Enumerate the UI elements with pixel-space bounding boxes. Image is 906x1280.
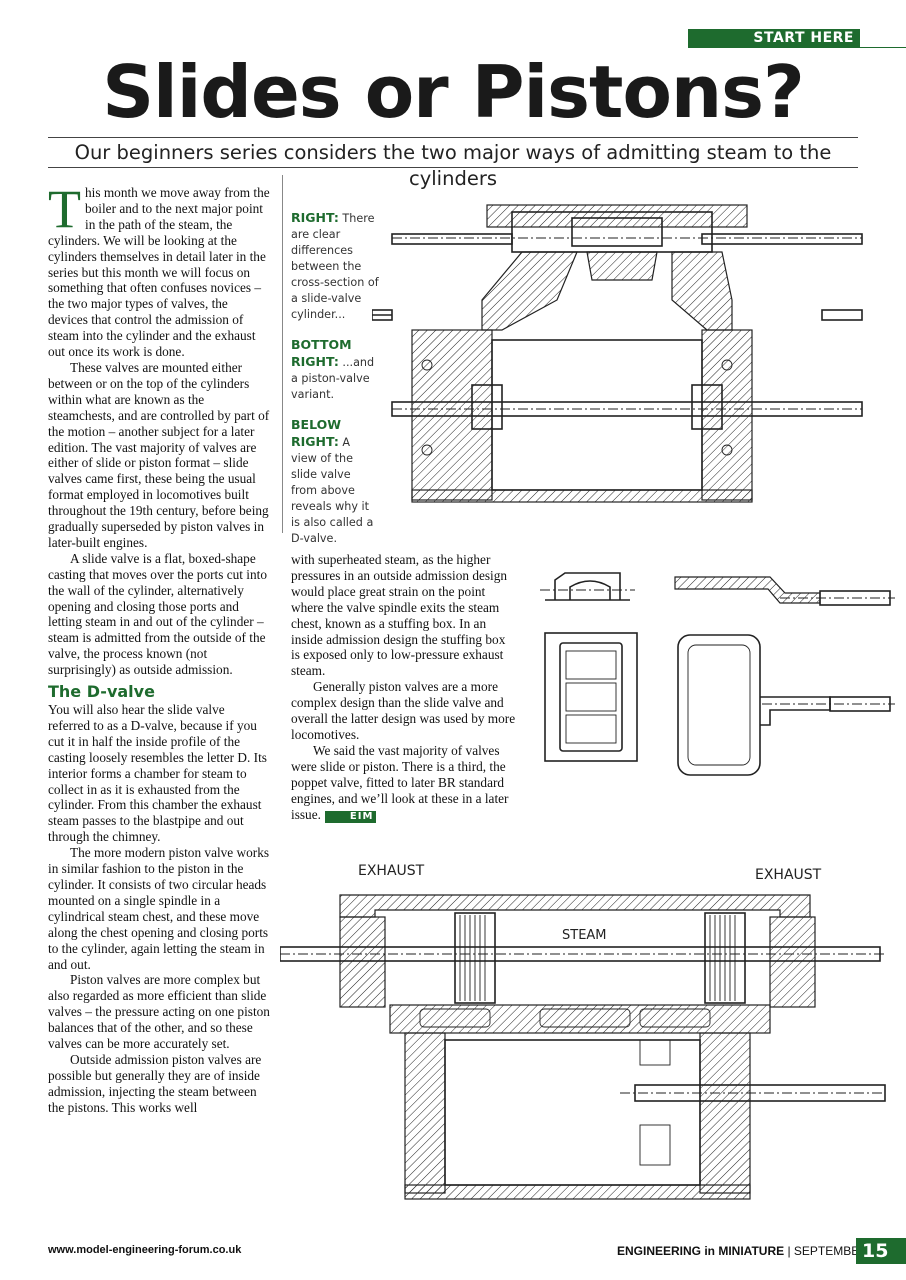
footer-url: www.model-engineering-forum.co.uk [48,1244,242,1256]
exhaust-label-right: EXHAUST [755,867,822,883]
page-title: Slides or Pistons? [102,50,805,134]
section-tag: START HERE [688,29,860,47]
caption-right: RIGHT: There are clear differences betwe… [291,210,379,321]
section-tag-rule [688,47,906,48]
paragraph: Outside admission piston valves are poss… [48,1051,262,1115]
exhaust-label-left: EXHAUST [358,863,425,879]
page-number: 15 [856,1238,906,1264]
section-heading: The D-valve [48,682,155,702]
paragraph: Generally piston valves are a more compl… [291,679,516,742]
paragraph: We said the vast majority of valves were… [291,742,509,823]
subtitle-top-rule [48,137,858,138]
drop-cap: T [48,179,81,239]
piston-valve-cylinder-diagram: EXHAUST EXHAUST STEAM [280,863,886,1200]
paragraph: A slide valve is a flat, boxed-shape cas… [48,550,267,678]
caption-divider [282,175,283,533]
paragraph: with superheated steam, as the higher pr… [291,552,508,679]
steam-label: STEAM [562,928,607,943]
slide-valve-cylinder-diagram [372,204,863,503]
end-mark: EIM [324,810,377,823]
page-subtitle: Our beginners series considers the two m… [74,141,832,190]
caption-below-right: BELOW RIGHT: A view of the slide valve f… [291,417,374,545]
article-column-2: with superheated steam, as the higher pr… [291,552,516,823]
paragraph: The more modern piston valve works in si… [48,845,270,972]
paragraph: You will also hear the slide valve refer… [48,702,267,845]
subtitle-bottom-rule [48,167,858,168]
paragraph-intro-text: his month we move away from the boiler a… [48,185,270,360]
paragraph: These valves are mounted either between … [48,359,270,550]
d-valve-views-diagram [540,572,895,776]
captions-block: RIGHT: There are clear differences betwe… [291,210,379,561]
caption-bottom-right: BOTTOM RIGHT: ...and a piston-valve vari… [291,337,375,401]
paragraph: Piston valves are more complex but also … [48,972,270,1052]
magazine-name: ENGINEERING in MINIATURE [617,1244,785,1258]
